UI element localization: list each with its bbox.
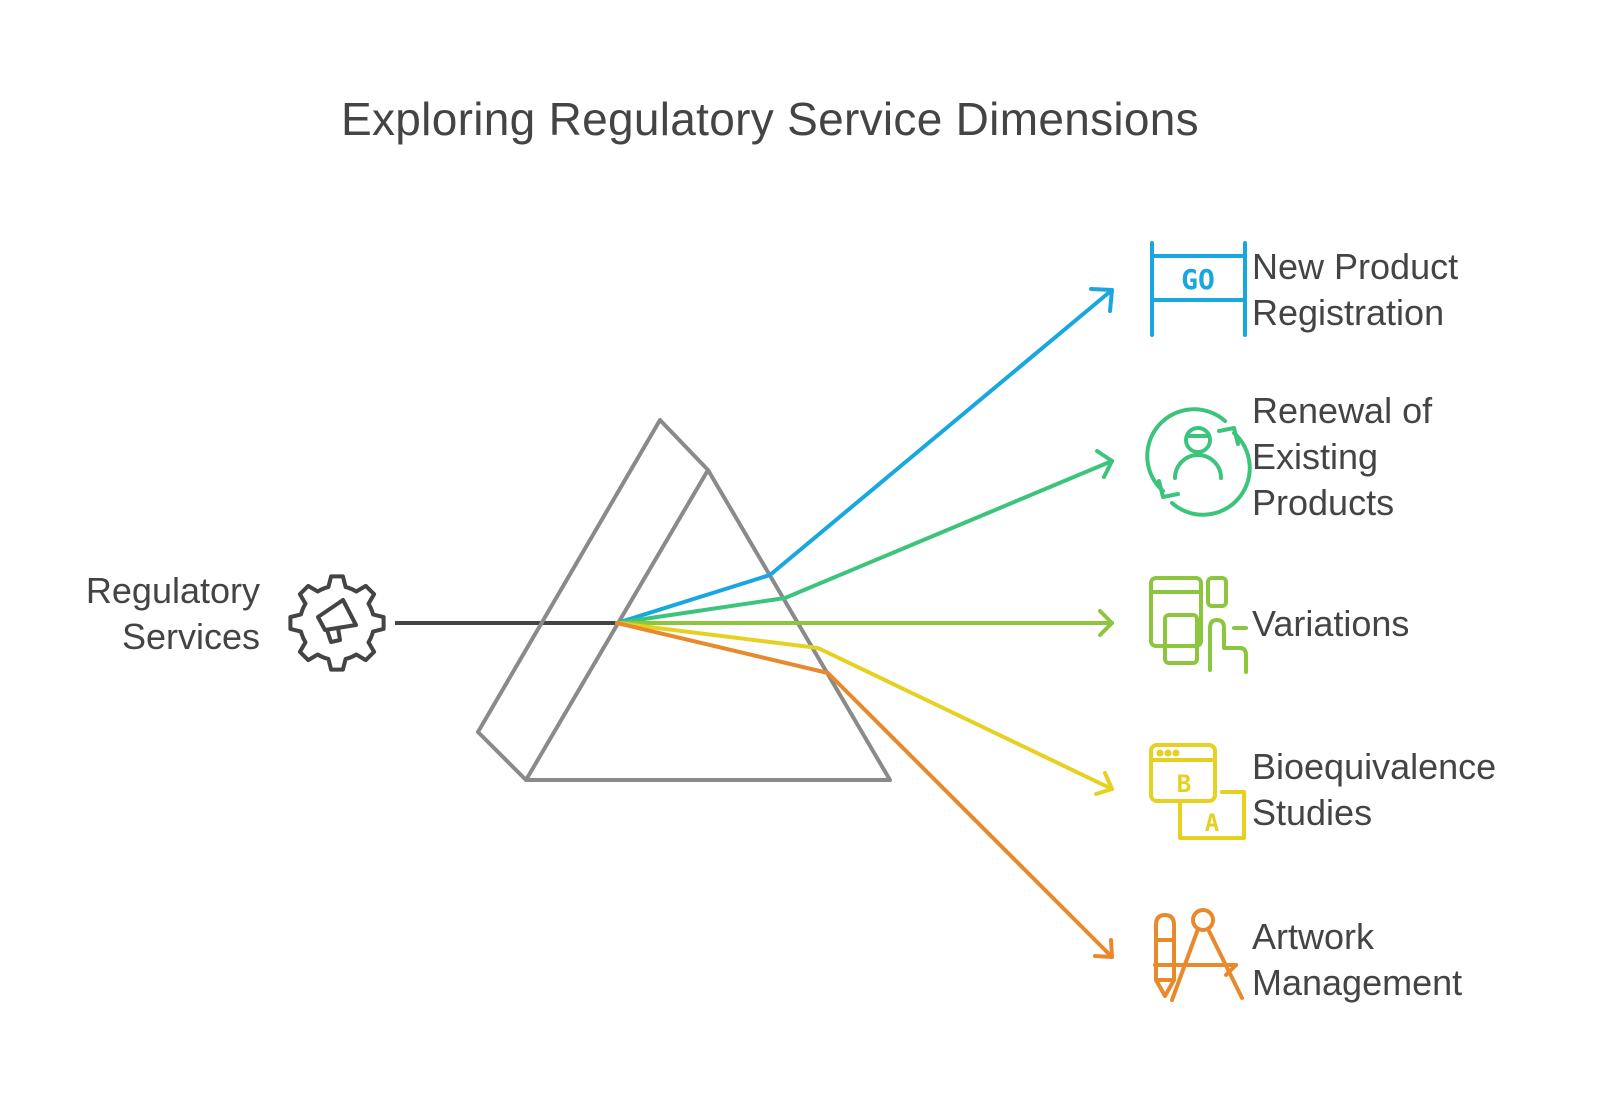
ab-icon-b-text: B [1177,770,1191,798]
label-line: Registration [1252,292,1445,333]
label-bioequivalence-studies: Bioequivalence Studies [1252,744,1496,836]
prism-back-edge [476,418,710,782]
label-line: Artwork [1252,916,1375,957]
pencil-compass-icon [1153,908,1244,1002]
label-line: New Product [1252,246,1459,287]
arrowhead-new-product-registration [1089,287,1114,313]
beam-renewal-existing-products [615,459,1114,625]
label-line: Products [1252,482,1395,523]
ab-test-icon: B A [1149,743,1246,840]
beam-new-product-registration [615,288,1114,625]
beam-artwork-management [615,621,1114,959]
dispersed-beams [615,287,1114,959]
label-line: Variations [1252,603,1410,644]
user-refresh-icon [1145,407,1252,517]
arrowhead-bioequivalence-studies [1094,771,1114,796]
go-sign-icon: GO [1150,241,1247,337]
devices-touch-icon [1149,576,1248,674]
label-line: Renewal of [1252,390,1433,431]
label-line: Management [1252,962,1463,1003]
label-line: Existing [1252,436,1379,477]
arrowhead-artwork-management [1093,938,1114,959]
label-line: Studies [1252,792,1373,833]
source-label-line-1: Regulatory [85,570,260,611]
label-new-product-registration: New Product Registration [1252,244,1458,336]
megaphone-gear-icon [288,574,386,672]
source-label: Regulatory Services [20,568,260,660]
label-variations: Variations [1252,601,1409,647]
gear-outline [288,574,386,672]
arrowhead-variations [1098,609,1114,637]
source-label-line-2: Services [121,616,260,657]
go-sign-text: GO [1181,263,1215,296]
label-artwork-management: Artwork Management [1252,914,1462,1006]
megaphone-shape [316,598,358,644]
arrowhead-renewal-existing-products [1095,449,1114,479]
diagram-title: Exploring Regulatory Service Dimensions [341,93,1199,145]
beam-bioequivalence-studies [615,621,1114,791]
label-renewal-existing-products: Renewal of Existing Products [1252,388,1432,526]
ab-icon-a-text: A [1205,809,1220,837]
label-line: Bioequivalence [1252,746,1497,787]
